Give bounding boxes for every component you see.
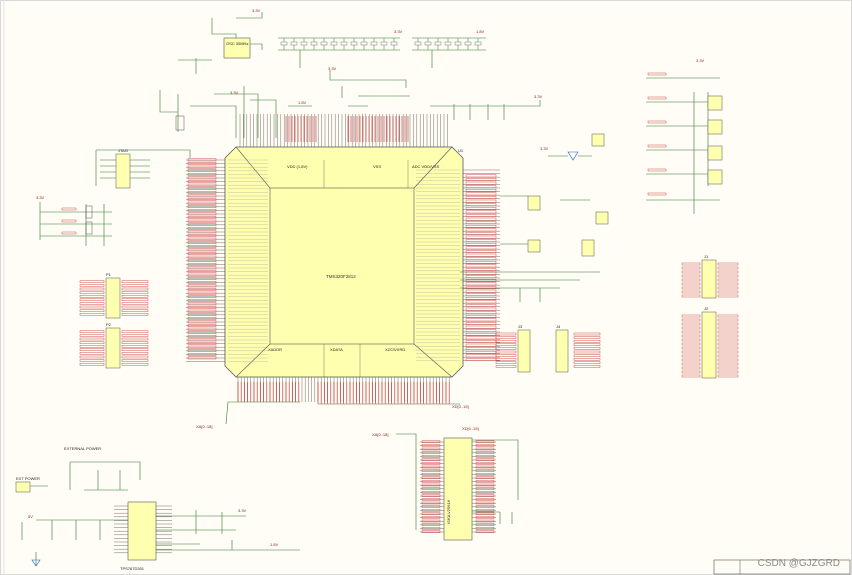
reg-in-net: 5V bbox=[28, 514, 33, 519]
reg-label: TPS767D301 bbox=[120, 566, 145, 571]
sram-chip: IS61LV25616 XA[0..18] XD[0..15] bbox=[372, 426, 519, 541]
decap-net-1: 3.3V bbox=[394, 29, 403, 34]
p1-label: P1 bbox=[106, 272, 112, 277]
connector-p1: P1 bbox=[105, 272, 121, 319]
vdd-rails: 3.3V 1.8V 3.3V bbox=[288, 66, 543, 120]
reset-net: 3.3V bbox=[230, 90, 239, 95]
watermark: CSDN @GJZGRD bbox=[757, 558, 840, 569]
osc-label: OSC 30MHz bbox=[226, 41, 248, 46]
reg-out-net-1: 3.3V bbox=[238, 508, 247, 513]
switch-net: 3.3V bbox=[36, 195, 45, 200]
bank-label-vss: VSS bbox=[373, 164, 381, 169]
bank-label-xzcs: XZCS/XRD bbox=[385, 347, 405, 352]
jtag-label: JTAG bbox=[118, 148, 128, 153]
regulator-pins bbox=[114, 505, 172, 553]
chip-ref: U1 bbox=[458, 148, 464, 153]
xaddr-bus-label: XA[0..18] bbox=[196, 424, 212, 429]
boot-switches: 3.3V bbox=[36, 195, 112, 246]
rail-label-1: 3.3V bbox=[328, 66, 337, 71]
reg-out-net-2: 1.8V bbox=[270, 542, 279, 547]
chip-part-label: TMS320F2812 bbox=[326, 274, 356, 279]
right-net: 3.3V bbox=[696, 58, 705, 63]
bank-label-vdd: VDD (1.8V) bbox=[287, 164, 308, 169]
jtag-header: JTAG bbox=[95, 148, 191, 189]
ext-power-label: EXTERNAL POWER bbox=[64, 446, 101, 451]
sram-addr-label: XA[0..18] bbox=[372, 432, 388, 437]
sram-data-label: XD[0..15] bbox=[462, 426, 479, 431]
bank-label-xaddr: XADDR bbox=[268, 347, 282, 352]
connector-j2: J2 bbox=[701, 306, 717, 379]
connector-p2: P2 bbox=[105, 322, 121, 369]
xdata-bus-label: XD[0..15] bbox=[452, 404, 469, 409]
right-pin-labels bbox=[465, 72, 739, 378]
sram-label: IS61LV25616 bbox=[446, 499, 451, 524]
led-net: 3.3V bbox=[540, 146, 549, 151]
j3-label: J3 bbox=[518, 324, 523, 329]
decap-net-2: 1.8V bbox=[476, 29, 485, 34]
main-dsp-chip: TMS320F2812 U1 VDD (1.8V) VSS ADC VDD/VS… bbox=[224, 146, 464, 378]
bottom-pin-stubs bbox=[237, 382, 450, 404]
osc-vcc-net: 3.3V bbox=[252, 8, 261, 13]
power-regulator: TPS767D301 EXTERNAL POWER EXT POWER 5V 3… bbox=[15, 446, 300, 571]
j2-label: J2 bbox=[704, 306, 709, 311]
connector-j4: J4 bbox=[555, 324, 569, 373]
j1-label: J1 bbox=[704, 254, 709, 259]
connector-j1: J1 bbox=[701, 254, 717, 299]
connector-j3: J3 bbox=[517, 324, 531, 373]
p2-label: P2 bbox=[106, 322, 112, 327]
j4-label: J4 bbox=[556, 324, 561, 329]
rail-label-3: 3.3V bbox=[534, 94, 543, 99]
bank-label-adc: ADC VDD/VSS bbox=[412, 164, 439, 169]
top-decoupling-bank: 3.3V 1.8V bbox=[278, 29, 486, 68]
ext-power-conn-label: EXT POWER bbox=[16, 476, 40, 481]
oscillator: OSC 30MHz 3.3V bbox=[211, 8, 263, 59]
mid-right-parts: 3.3V bbox=[460, 133, 609, 302]
top-pin-stubs bbox=[285, 116, 409, 142]
sram-pins bbox=[420, 440, 496, 533]
left-pin-labels bbox=[61, 158, 217, 366]
rail-label-2: 1.8V bbox=[298, 100, 307, 105]
title-block bbox=[713, 559, 851, 575]
reset-circuit: 3.3V bbox=[159, 58, 277, 138]
right-signal-column: 3.3V bbox=[646, 58, 723, 214]
bank-label-xdata: XDATA bbox=[330, 347, 343, 352]
address-bus: XA[0..18] XD[0..15] bbox=[196, 401, 469, 429]
